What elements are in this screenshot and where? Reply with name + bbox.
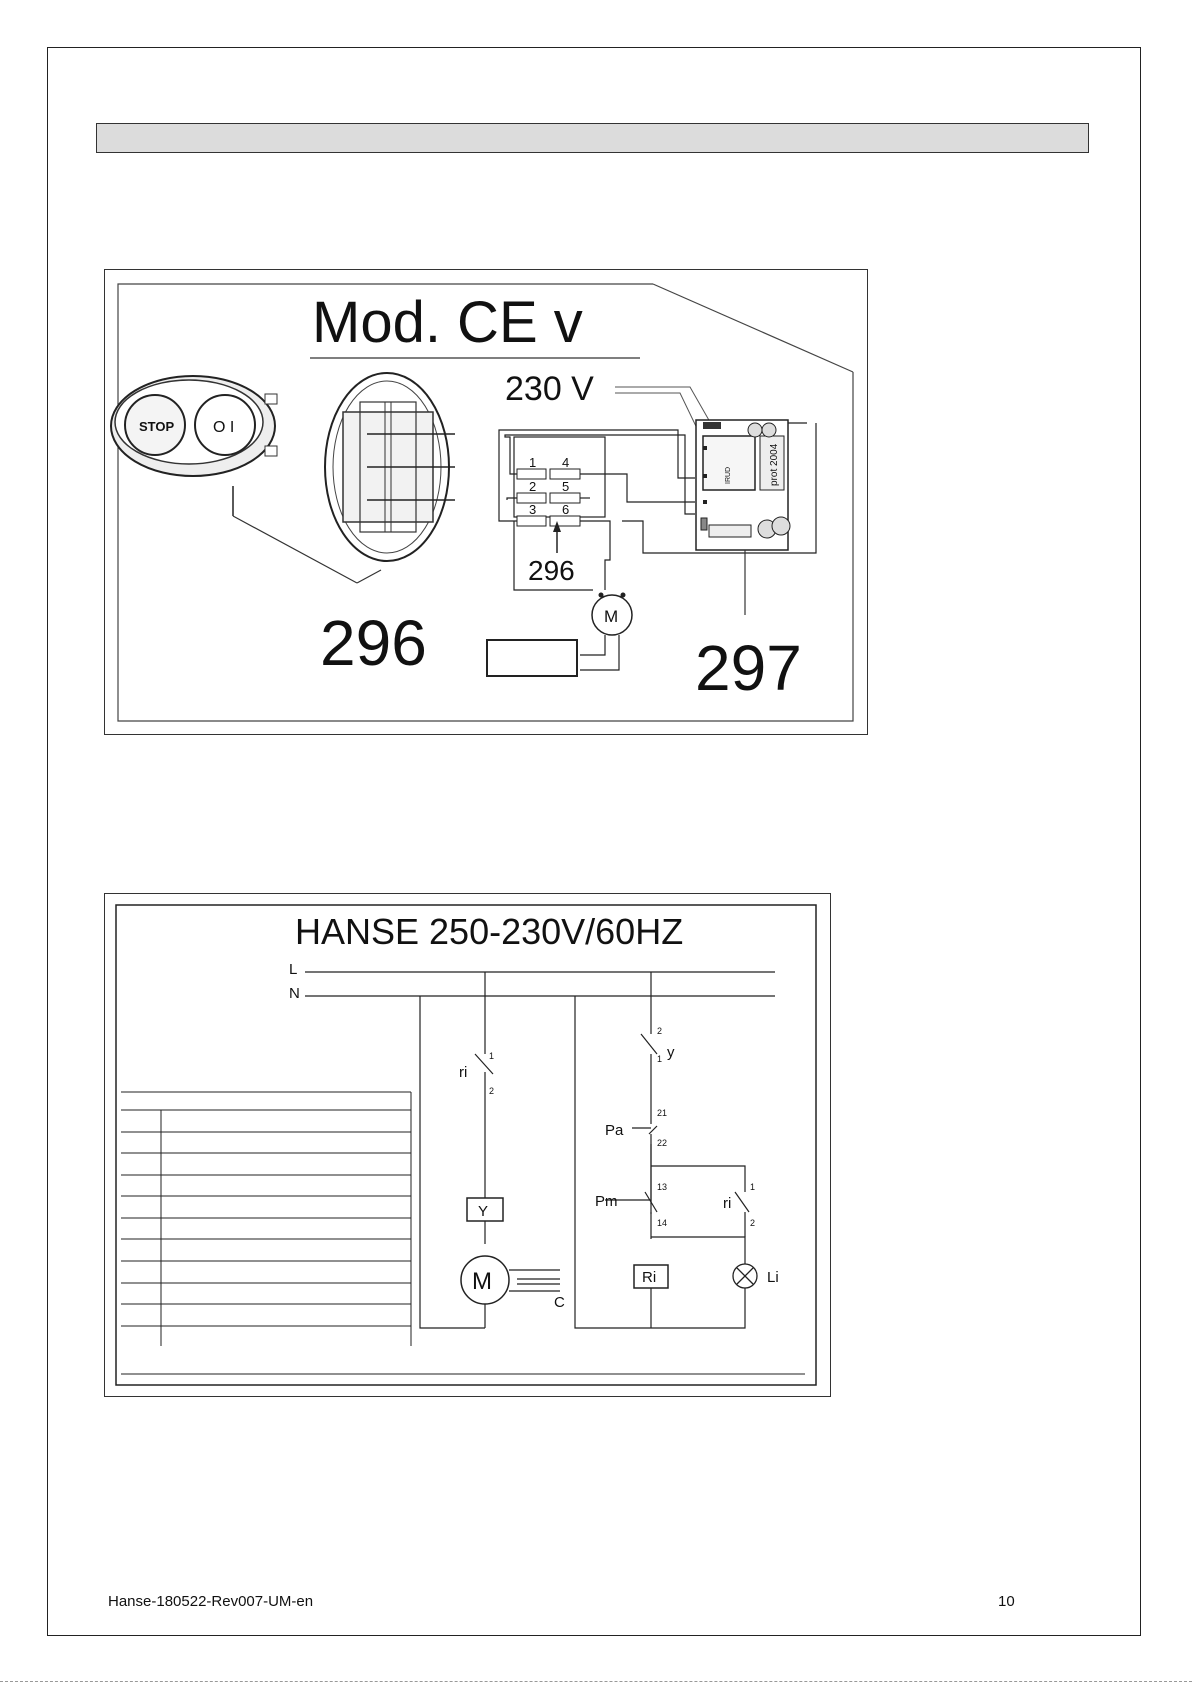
pa-terminal-21: 21: [657, 1108, 667, 1118]
footer-document-id: Hanse-180522-Rev007-UM-en: [108, 1593, 313, 1610]
callout-296-switch: 296: [320, 607, 427, 679]
y-terminal-2: 2: [657, 1026, 662, 1036]
mod-ce-diagram-svg: Mod. CE v 230 V STOP O I: [105, 270, 866, 733]
ri-right-terminal-1: 1: [750, 1182, 755, 1192]
pm-label: Pm: [595, 1193, 618, 1210]
motor-label: M: [472, 1268, 492, 1295]
coil-y-label: Y: [478, 1203, 488, 1220]
ri-left-terminal-2: 2: [489, 1086, 494, 1096]
terminal-1-label: 1: [529, 455, 536, 470]
figure-mod-ce-wiring: Mod. CE v 230 V STOP O I: [104, 269, 868, 735]
pm-terminal-13: 13: [657, 1182, 667, 1192]
terminal-block: 1 4 2 5 3 6: [514, 437, 605, 526]
legend-table: [121, 1092, 411, 1346]
lamp-li-symbol: [733, 1264, 757, 1288]
terminal-2-label: 2: [529, 479, 536, 494]
fig2-title: HANSE 250-230V/60HZ: [295, 911, 683, 952]
fig1-title: Mod. CE v: [312, 290, 583, 355]
ri-left-label: ri: [459, 1064, 467, 1081]
motor-label: M: [604, 607, 618, 626]
callout-296-block: 296: [528, 555, 575, 586]
figure-hanse-schematic: HANSE 250-230V/60HZ L N: [104, 893, 831, 1397]
board-marking-prot: prot 2004: [769, 443, 780, 486]
capacitor-label: C: [554, 1294, 565, 1311]
pa-terminal-22: 22: [657, 1138, 667, 1148]
stop-button-label: STOP: [139, 419, 174, 434]
terminal-5-label: 5: [562, 479, 569, 494]
on-button-label: O I: [213, 419, 234, 436]
capacitor-symbol: [509, 1270, 560, 1291]
y-label: y: [667, 1044, 675, 1061]
page-break-line: [0, 1681, 1192, 1682]
line-n-label: N: [289, 985, 300, 1002]
hanse-schematic-svg: HANSE 250-230V/60HZ L N: [105, 894, 829, 1395]
pa-label: Pa: [605, 1122, 624, 1139]
footer-page-number: 10: [998, 1593, 1015, 1610]
terminal-4-label: 4: [562, 455, 569, 470]
section-header-bar: [96, 123, 1089, 153]
control-board-297: prot 2004 IRUD: [696, 420, 790, 550]
fig1-voltage-label: 230 V: [505, 370, 594, 408]
terminal-6-label: 6: [562, 502, 569, 517]
switch-contacts-view: [325, 373, 455, 561]
terminal-3-label: 3: [529, 502, 536, 517]
board-marking-irud: IRUD: [725, 467, 732, 484]
line-l-label: L: [289, 961, 297, 978]
ri-left-terminal-1: 1: [489, 1051, 494, 1061]
lamp-li-label: Li: [767, 1269, 779, 1286]
pm-terminal-14: 14: [657, 1218, 667, 1228]
relay-ri-label: Ri: [642, 1269, 656, 1286]
ri-right-label: ri: [723, 1195, 731, 1212]
y-terminal-1: 1: [657, 1054, 662, 1064]
ri-right-terminal-2: 2: [750, 1218, 755, 1228]
rocker-switch: STOP O I: [111, 376, 277, 476]
callout-297-board: 297: [695, 632, 802, 704]
capacitor-box: [487, 640, 577, 676]
